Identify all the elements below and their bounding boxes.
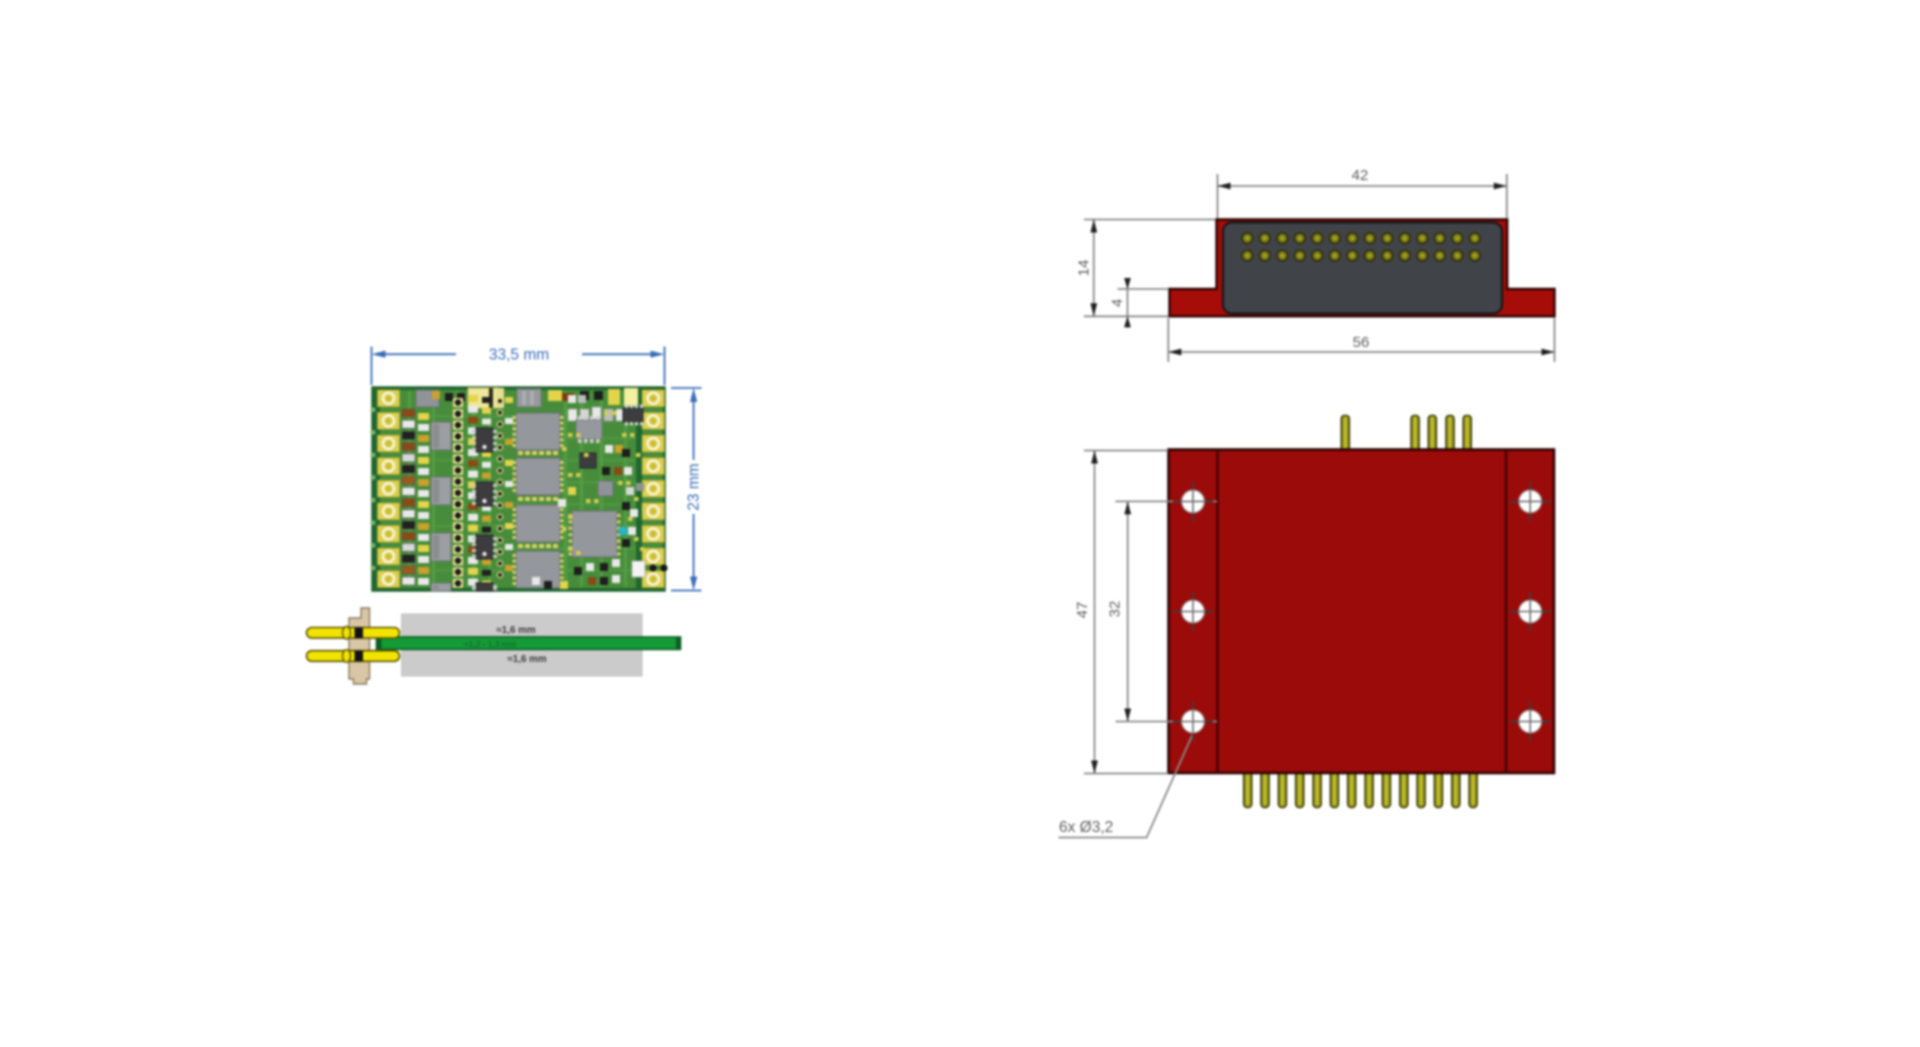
svg-text:6x Ø3,2: 6x Ø3,2 xyxy=(1059,819,1113,836)
svg-text:42: 42 xyxy=(1352,167,1369,184)
svg-text:14: 14 xyxy=(1076,260,1093,277)
svg-text:33,5 mm: 33,5 mm xyxy=(489,347,549,364)
svg-text:23 mm: 23 mm xyxy=(686,463,703,510)
svg-text:56: 56 xyxy=(1353,334,1370,351)
svg-text:32: 32 xyxy=(1107,601,1124,618)
svg-text:≈1,6 mm: ≈1,6 mm xyxy=(507,654,546,665)
svg-text:≈1,6 mm: ≈1,6 mm xyxy=(496,625,535,636)
svg-text:≈1,2 - 1,3 mm: ≈1,2 - 1,3 mm xyxy=(464,639,516,649)
svg-text:4: 4 xyxy=(1109,299,1126,307)
svg-text:47: 47 xyxy=(1074,602,1091,619)
